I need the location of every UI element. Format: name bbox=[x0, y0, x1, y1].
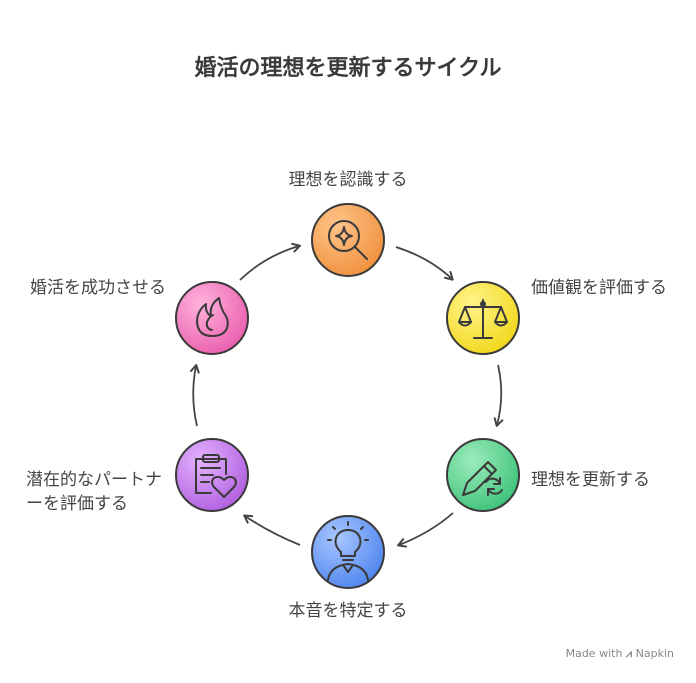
napkin-logo-icon: ⩘ bbox=[625, 647, 633, 660]
step-node-4 bbox=[311, 515, 385, 589]
flame-icon bbox=[196, 297, 229, 337]
step-label-4: 本音を特定する bbox=[288, 601, 408, 621]
balance-scale-icon bbox=[458, 299, 508, 339]
arrow-3-to-4 bbox=[397, 512, 454, 548]
arrow-4-to-5 bbox=[243, 514, 301, 546]
step-node-3 bbox=[446, 438, 520, 512]
step-label-5: 潜在的なパートナーを評価する bbox=[26, 470, 162, 514]
pencil-refresh-icon bbox=[462, 461, 503, 496]
step-label-2: 価値観を評価する bbox=[531, 278, 667, 298]
arrow-6-to-1 bbox=[239, 242, 301, 281]
arrow-2-to-3 bbox=[493, 364, 504, 427]
step-label-1: 理想を認識する bbox=[288, 170, 408, 190]
step-label-3: 理想を更新する bbox=[531, 470, 650, 490]
clipboard-heart-icon bbox=[195, 454, 237, 498]
arrow-1-to-2 bbox=[395, 246, 454, 281]
page-title: 婚活の理想を更新するサイクル bbox=[194, 56, 502, 81]
arrow-5-to-6 bbox=[189, 364, 200, 427]
step-node-2 bbox=[446, 281, 520, 355]
step-node-6 bbox=[175, 281, 249, 355]
lightbulb-person-icon bbox=[327, 521, 369, 581]
step-node-5 bbox=[175, 438, 249, 512]
step-label-6: 婚活を成功させる bbox=[30, 278, 166, 298]
napkin-brand: Napkin bbox=[635, 647, 674, 660]
made-with-napkin[interactable]: Made with ⩘ Napkin bbox=[566, 647, 674, 661]
step-node-1 bbox=[311, 203, 385, 277]
magnifier-sparkle-icon bbox=[328, 220, 368, 260]
made-with-text: Made with bbox=[565, 647, 623, 660]
